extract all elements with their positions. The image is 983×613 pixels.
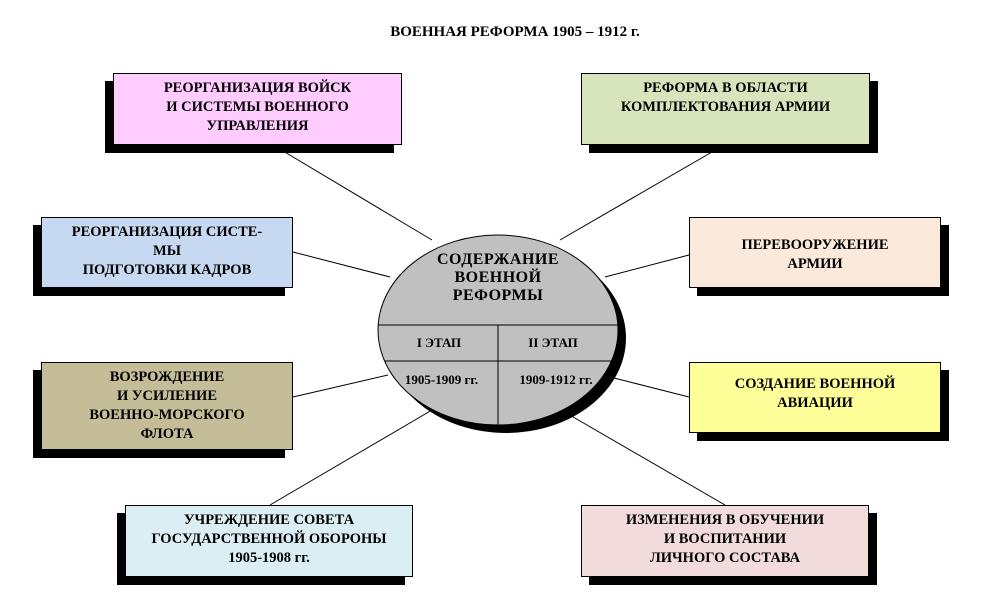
box-army-reorganization: РЕОРГАНИЗАЦИЯ ВОЙСК И СИСТЕМЫ ВОЕННОГО У…	[113, 73, 402, 145]
connector-line	[292, 374, 389, 398]
center-title-line: СОДЕРЖАНИЕ	[436, 251, 560, 268]
box-text: РЕФОРМА В ОБЛАСТИ	[643, 80, 808, 96]
box-text: ПЕРЕВООРУЖЕНИЕ	[741, 237, 889, 253]
box-text: ПОДГОТОВКИ КАДРОВ	[82, 262, 252, 278]
diagram-title: ВОЕННАЯ РЕФОРМА 1905 – 1912 г.	[390, 24, 640, 40]
box-text: ВОЕННО-МОРСКОГО	[89, 407, 245, 423]
box-navy-revival: ВОЗРОЖДЕНИЕ И УСИЛЕНИЕ ВОЕННО-МОРСКОГО Ф…	[41, 362, 293, 450]
connector-line	[559, 151, 713, 241]
box-text: ГОСУДАРСТВЕННОЙ ОБОРОНЫ	[151, 531, 387, 547]
box-rearmament: ПЕРЕВООРУЖЕНИЕ АРМИИ	[689, 217, 941, 288]
box-text: СОЗДАНИЕ ВОЕННОЙ	[734, 376, 896, 392]
box-text: УЧРЕЖДЕНИЕ СОВЕТА	[183, 512, 355, 528]
center-title: СОДЕРЖАНИЕ ВОЕННОЙ РЕФОРМЫ	[400, 251, 596, 305]
box-training-changes: ИЗМЕНЕНИЯ В ОБУЧЕНИИ И ВОСПИТАНИИ ЛИЧНОГ…	[581, 505, 869, 577]
connector-line	[604, 254, 690, 278]
box-text: МЫ	[153, 243, 181, 259]
box-text: ВОЗРОЖДЕНИЕ	[109, 369, 225, 385]
box-text: ИЗМЕНЕНИЯ В ОБУЧЕНИИ	[625, 512, 825, 528]
box-text: РЕОРГАНИЗАЦИЯ ВОЙСК	[163, 80, 352, 96]
center-title-line: РЕФОРМЫ	[452, 287, 544, 304]
stage2-years: 1909-1912 гг.	[519, 372, 593, 387]
box-recruitment-reform: РЕФОРМА В ОБЛАСТИ КОМПЛЕКТОВАНИЯ АРМИИ	[581, 73, 870, 145]
box-text: И ВОСПИТАНИИ	[663, 531, 787, 547]
box-text: И СИСТЕМЫ ВОЕННОГО	[166, 99, 349, 115]
stage2-label: II ЭТАП	[528, 335, 578, 350]
box-military-aviation: СОЗДАНИЕ ВОЕННОЙ АВИАЦИИ	[689, 362, 941, 433]
box-text: УПРАВЛЕНИЯ	[206, 118, 309, 134]
stage1-label: I ЭТАП	[416, 335, 462, 350]
connector-line	[292, 251, 391, 278]
box-text: И УСИЛЕНИЕ	[117, 388, 217, 404]
box-text: АВИАЦИИ	[777, 395, 853, 411]
box-text: РЕОРГАНИЗАЦИЯ СИСТЕ-	[71, 224, 263, 240]
box-training-system: РЕОРГАНИЗАЦИЯ СИСТЕ- МЫ ПОДГОТОВКИ КАДРО…	[41, 217, 293, 288]
box-text: КОМПЛЕКТОВАНИЯ АРМИИ	[620, 99, 831, 115]
box-text: АРМИИ	[787, 256, 843, 272]
box-text: 1905-1908 гг.	[228, 550, 310, 566]
connector-line	[269, 409, 433, 506]
connector-line	[567, 413, 726, 506]
box-defense-council: УЧРЕЖДЕНИЕ СОВЕТА ГОСУДАРСТВЕННОЙ ОБОРОН…	[125, 505, 413, 577]
center-title-line: ВОЕННОЙ	[454, 269, 542, 286]
box-text: ФЛОТА	[140, 426, 194, 442]
stage1-years: 1905-1909 гг.	[404, 372, 479, 387]
connector-line	[272, 144, 433, 241]
box-text: ЛИЧНОГО СОСТАВА	[649, 550, 801, 566]
connector-line	[613, 377, 690, 398]
